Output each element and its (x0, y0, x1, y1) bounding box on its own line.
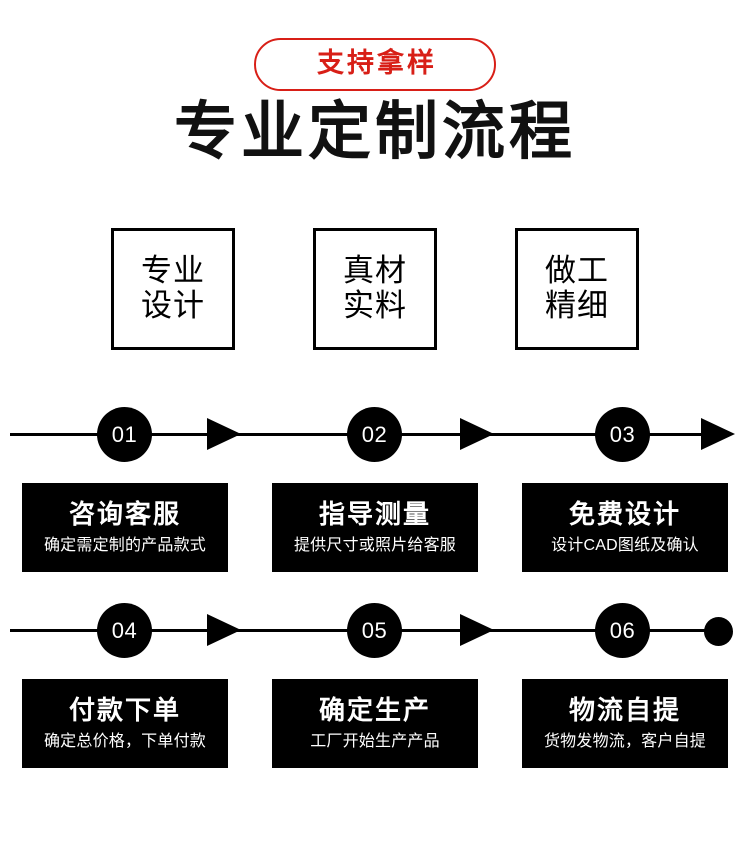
feature-box-3-line-2: 精细 (545, 288, 609, 323)
feature-box-1-line-1: 专业 (141, 253, 205, 289)
step-card-05-subtitle: 工厂开始生产产品 (310, 733, 440, 751)
feature-box-group: 专业 设计 真材 实料 做工 精细 (0, 228, 750, 352)
step-node-01: 01 (97, 407, 152, 462)
step-card-04-title: 付款下单 (68, 694, 181, 725)
arrow-icon-5 (460, 614, 494, 646)
page-title: 专业定制流程 (174, 97, 576, 167)
step-node-06: 06 (595, 603, 650, 658)
arrow-icon-4 (207, 614, 241, 646)
step-card-04-subtitle: 确定总价格，下单付款 (43, 733, 206, 751)
end-dot-icon (704, 617, 733, 646)
step-card-05: 确定生产 工厂开始生产产品 (272, 679, 478, 768)
step-card-03: 免费设计 设计CAD图纸及确认 (522, 483, 728, 572)
flow-row-2: 04 05 06 (0, 601, 750, 661)
feature-box-3-line-1: 做工 (545, 253, 609, 289)
badge-container: 支持拿样 (0, 38, 750, 91)
step-card-03-title: 免费设计 (568, 498, 681, 529)
step-card-03-subtitle: 设计CAD图纸及确认 (551, 537, 699, 555)
arrow-icon-3 (701, 418, 735, 450)
flow-row-1: 01 02 03 (0, 405, 750, 465)
feature-box-2-line-1: 真材 (343, 253, 407, 289)
step-node-05: 05 (347, 603, 402, 658)
feature-box-2-line-2: 实料 (343, 288, 407, 323)
step-card-01: 咨询客服 确定需定制的产品款式 (22, 483, 228, 572)
sample-support-badge: 支持拿样 (254, 38, 496, 91)
step-card-row-2: 付款下单 确定总价格，下单付款 确定生产 工厂开始生产产品 物流自提 货物发物流… (0, 679, 750, 769)
step-card-06: 物流自提 货物发物流，客户自提 (522, 679, 728, 768)
feature-box-3: 做工 精细 (515, 228, 639, 350)
step-node-03: 03 (595, 407, 650, 462)
step-node-04: 04 (97, 603, 152, 658)
step-card-01-title: 咨询客服 (68, 498, 181, 529)
step-card-row-1: 咨询客服 确定需定制的产品款式 指导测量 提供尺寸或照片给客服 免费设计 设计C… (0, 483, 750, 573)
feature-box-2: 真材 实料 (313, 228, 437, 350)
step-card-06-title: 物流自提 (568, 694, 681, 725)
step-card-01-subtitle: 确定需定制的产品款式 (43, 537, 206, 555)
step-card-02-title: 指导测量 (318, 498, 431, 529)
arrow-icon-2 (460, 418, 494, 450)
step-card-02: 指导测量 提供尺寸或照片给客服 (272, 483, 478, 572)
step-card-05-title: 确定生产 (318, 694, 431, 725)
step-node-02: 02 (347, 407, 402, 462)
step-card-04: 付款下单 确定总价格，下单付款 (22, 679, 228, 768)
feature-box-1-line-2: 设计 (141, 288, 205, 323)
arrow-icon-1 (207, 418, 241, 450)
step-card-06-subtitle: 货物发物流，客户自提 (543, 733, 706, 751)
step-card-02-subtitle: 提供尺寸或照片给客服 (293, 537, 456, 555)
feature-box-1: 专业 设计 (111, 228, 235, 350)
